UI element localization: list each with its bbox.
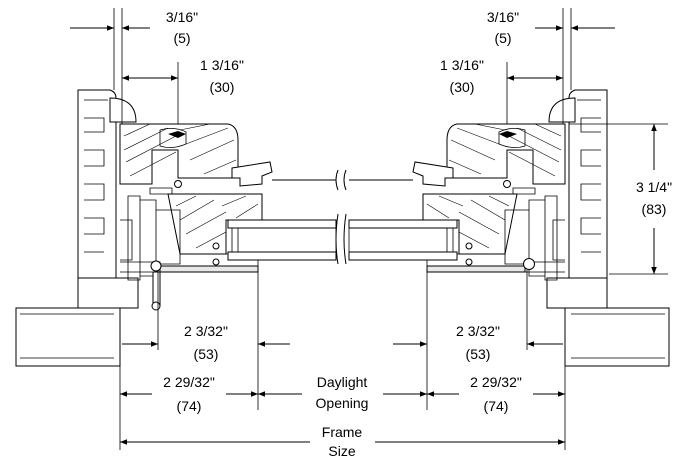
left-glass-offset-inch: 2 3/32" [184, 323, 228, 339]
break-lines [335, 169, 347, 265]
left-frame-daylight-inch: 2 29/32" [163, 374, 215, 390]
left-glass-offset-mm: (53) [194, 346, 219, 362]
dimension-lines [70, 8, 668, 450]
right-sash-offset-mm: (30) [450, 79, 475, 95]
right-frame-daylight-inch: 2 29/32" [470, 374, 522, 390]
frame-depth-inch: 3 1/4" [636, 179, 672, 195]
daylight-label-line1: Daylight [317, 374, 368, 390]
left-gap-inch: 3/16" [166, 9, 198, 25]
frame-size-label-line2: Size [328, 443, 355, 459]
frame-size-label-line1: Frame [322, 424, 363, 440]
right-glass-offset-inch: 2 3/32" [456, 323, 500, 339]
left-wall-section [15, 89, 139, 367]
left-sash-offset-inch: 1 3/16" [200, 57, 244, 73]
left-frame-daylight-mm: (74) [177, 398, 202, 414]
left-frame-section [119, 123, 337, 311]
daylight-label-line2: Opening [316, 395, 369, 411]
right-frame-daylight-mm: (74) [484, 398, 509, 414]
left-gap-mm: (5) [173, 30, 190, 46]
right-wall-section [546, 89, 670, 367]
right-gap-mm: (5) [494, 30, 511, 46]
right-glass-offset-mm: (53) [466, 346, 491, 362]
right-gap-inch: 3/16" [487, 9, 519, 25]
dimension-labels: 3/16" (5) 1 3/16" (30) 3/16" (5) 1 3/16"… [163, 9, 672, 459]
right-sash-offset-inch: 1 3/16" [440, 57, 484, 73]
right-frame-section [348, 123, 566, 281]
frame-depth-mm: (83) [642, 201, 667, 217]
left-sash-offset-mm: (30) [210, 79, 235, 95]
